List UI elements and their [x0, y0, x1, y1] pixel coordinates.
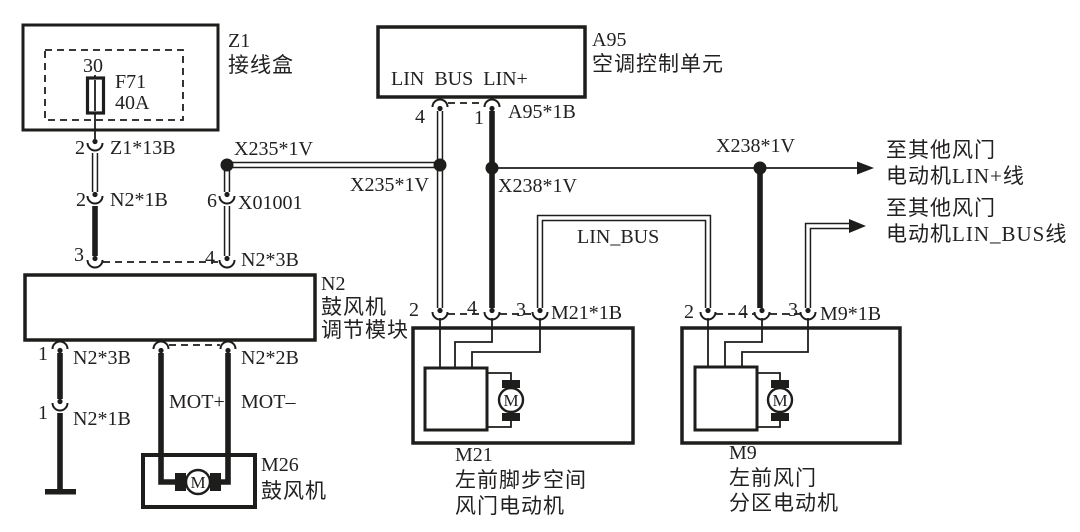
n2-1b-pin-label: 2 — [76, 189, 86, 211]
connector-dashes — [103, 102, 800, 346]
n2-code-label: N2 — [321, 273, 346, 295]
lin-bus-out-line2: 电动机LIN_BUS线 — [886, 222, 1068, 246]
x238-label-right: X238*1V — [716, 135, 795, 157]
m21-pin3-label: 3 — [516, 299, 526, 321]
m9-internal-wires — [707, 318, 809, 428]
m21-actuator-block — [423, 366, 489, 432]
arrow-right-icon — [857, 161, 874, 175]
m9-code-label: M9 — [729, 442, 757, 464]
m26-motor-icon: M — [175, 468, 221, 496]
n2-bottom-conn-left-label: N2*3B — [73, 347, 131, 369]
terminal-30-label: 30 — [83, 55, 103, 77]
lin-bus-label: LIN_BUS — [577, 226, 660, 248]
m21-pin2-label: 2 — [409, 299, 419, 321]
m26-name-label: 鼓风机 — [261, 479, 327, 503]
x01001-connector-label: X01001 — [238, 192, 303, 214]
m9-actuator-block — [693, 365, 759, 432]
z1-connector-label: Z1*13B — [110, 137, 176, 159]
m9-pin2-label: 2 — [684, 301, 694, 323]
m9-name1-label: 左前风门 — [729, 466, 817, 490]
m9-pin3-label: 3 — [788, 299, 798, 321]
a95-internal-pins-label: LIN BUS LIN+ — [391, 68, 528, 90]
a95-code-label: A95 — [592, 29, 627, 51]
power-wires — [57, 111, 763, 491]
n2-ground-connector-label: N2*1B — [73, 408, 131, 430]
arrow-right-icon — [849, 219, 866, 233]
x235-label-left: X235*1V — [234, 138, 313, 160]
x238-label-left: X238*1V — [498, 175, 577, 197]
n2-1b-connector-label: N2*1B — [110, 189, 168, 211]
m9-pin4-label: 4 — [738, 301, 748, 323]
junction-dot — [485, 161, 499, 175]
a95-pin4-label: 4 — [415, 106, 425, 128]
junction-dot — [433, 158, 447, 172]
lin-plus-branch-wire — [492, 161, 874, 175]
n2-name1-label: 鼓风机 — [321, 295, 387, 319]
m26-code-label: M26 — [261, 454, 299, 476]
m9-connector-label: M9*1B — [820, 303, 882, 325]
m21-internal-wires — [439, 318, 541, 428]
a95-name-label: 空调控制单元 — [592, 52, 724, 76]
n2-ground-pin-label: 1 — [38, 402, 48, 424]
m21-motor-icon: M — [497, 380, 525, 421]
a95-connector-label: A95*1B — [508, 101, 576, 123]
m21-code-label: M21 — [455, 444, 493, 466]
m21-pin4-label: 4 — [467, 297, 477, 319]
m9-motor-icon: M — [766, 380, 794, 421]
junction-dots — [220, 158, 767, 175]
z1-name-label: 接线盒 — [228, 53, 294, 77]
junction-dot — [753, 161, 767, 175]
z1-pin-label: 2 — [75, 137, 85, 159]
z1-inner-dashed-box — [44, 49, 184, 121]
m21-motor-letter: M — [503, 391, 518, 410]
n2-bottom-conn-right-label: N2*2B — [241, 347, 299, 369]
x235-label-right: X235*1V — [350, 174, 429, 196]
n2-box — [23, 273, 317, 342]
mot-minus-label: MOT– — [241, 391, 296, 413]
m9-name2-label: 分区电动机 — [729, 491, 839, 515]
m21-name2-label: 风门电动机 — [455, 494, 565, 518]
fuse-code-label: F71 — [115, 71, 147, 93]
x01001-pin-label: 6 — [207, 190, 217, 212]
n2-name2-label: 调节模块 — [321, 318, 409, 342]
n2-3b-connector-label: N2*3B — [241, 249, 299, 271]
n2-top-pin4-label: 4 — [205, 247, 215, 269]
fuse-icon — [85, 75, 106, 139]
m21-connector-label: M21*1B — [551, 302, 623, 324]
m9-motor-letter: M — [772, 391, 787, 410]
ground-icon — [45, 489, 76, 495]
lin-plus-out-line1: 至其他风门 — [886, 138, 996, 162]
lin-plus-out-line2: 电动机LIN+线 — [886, 164, 1025, 188]
m26-motor-letter: M — [190, 473, 205, 492]
n2-bottom-pin1-label: 1 — [38, 343, 48, 365]
junction-dot — [220, 158, 234, 172]
a95-pin1-label: 1 — [474, 107, 484, 129]
mot-plus-label: MOT+ — [169, 391, 225, 413]
a95-box — [376, 25, 587, 99]
n2-top-pin3-label: 3 — [74, 244, 84, 266]
lin-bus-out-line1: 至其他风门 — [886, 196, 996, 220]
connector-icons — [51, 98, 817, 412]
m21-name1-label: 左前脚步空间 — [455, 468, 587, 492]
z1-code-label: Z1 — [228, 30, 251, 52]
fuse-rating-label: 40A — [115, 92, 150, 114]
